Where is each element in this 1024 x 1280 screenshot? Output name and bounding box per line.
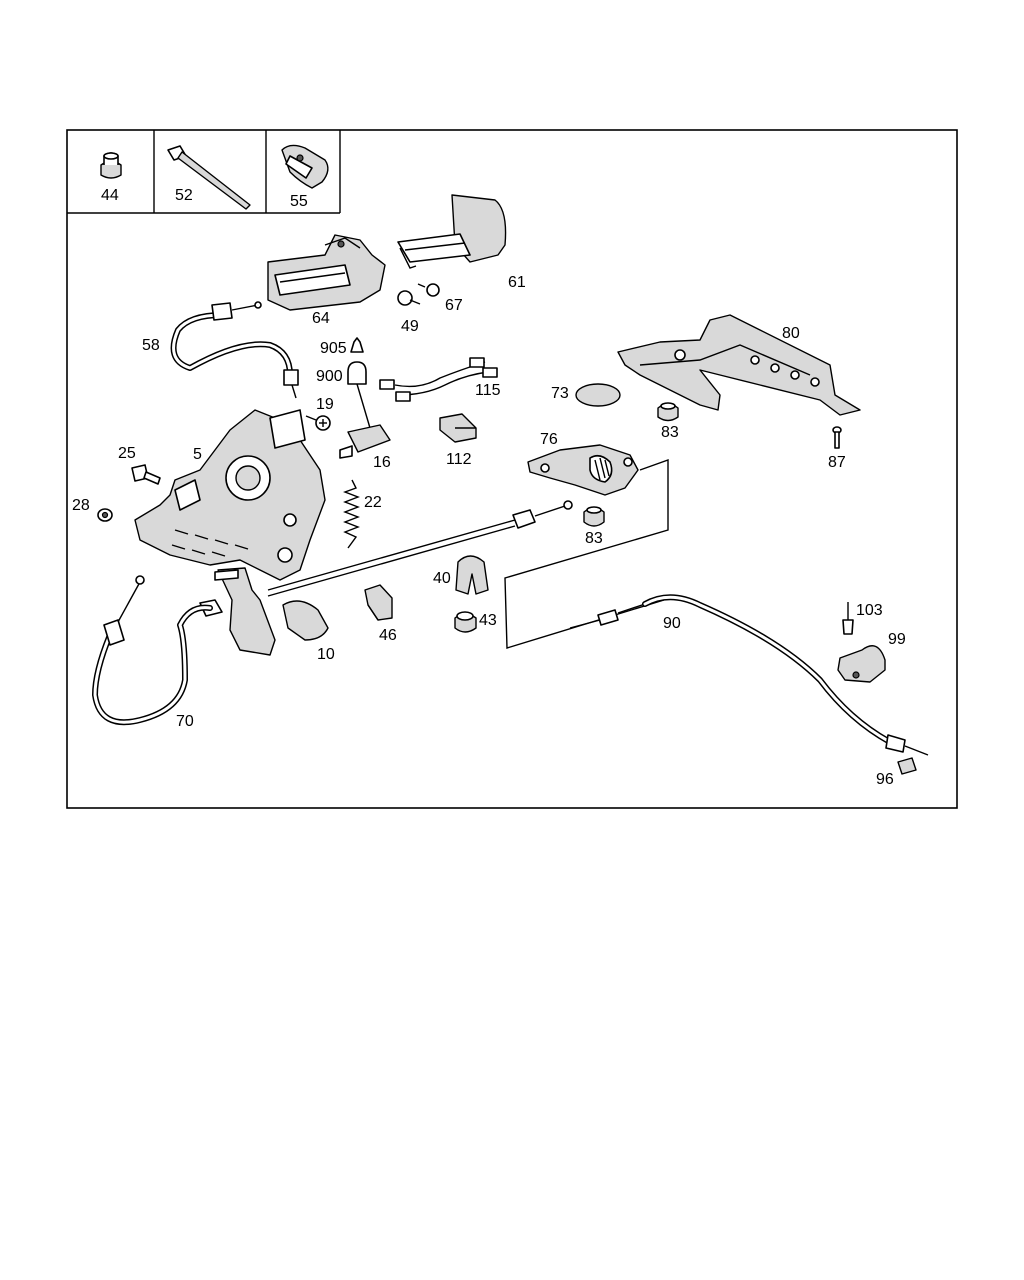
part-96-bushing-illustration	[897, 757, 917, 775]
assembly-lines	[504, 459, 669, 649]
part-43-grommet-illustration	[454, 611, 477, 633]
part-83-grommet-lower-illustration	[583, 506, 605, 527]
part-5-bracket-illustration	[134, 409, 326, 581]
label-19: 19	[316, 396, 334, 413]
inset-boxes	[67, 130, 341, 214]
label-76: 76	[540, 431, 558, 448]
label-43: 43	[479, 612, 497, 629]
cable-rod-illustration	[267, 500, 573, 597]
label-46: 46	[379, 627, 397, 644]
label-900: 900	[316, 368, 343, 385]
part-900-socket-illustration	[347, 361, 367, 385]
label-83-upper: 83	[661, 424, 679, 441]
part-90-cable-illustration	[569, 594, 929, 756]
part-28-nut-illustration	[97, 508, 113, 522]
diagram-frame	[66, 129, 958, 809]
part-64-housing-illustration	[267, 234, 386, 311]
part-103-screw-illustration	[842, 602, 854, 635]
part-25-bolt-illustration	[131, 464, 161, 485]
part-49-screw-illustration	[397, 290, 421, 306]
part-73-plug-illustration	[575, 383, 621, 407]
label-112: 112	[446, 451, 472, 468]
part-55-clip-illustration	[281, 144, 329, 189]
part-115-wiring-illustration	[379, 357, 498, 402]
label-73: 73	[551, 385, 569, 402]
part-76-lever-illustration	[527, 444, 639, 496]
label-87: 87	[828, 454, 846, 471]
label-905: 905	[320, 340, 347, 357]
label-96: 96	[876, 771, 894, 788]
part-99-bracket-illustration	[837, 645, 886, 683]
part-67-screw-illustration	[417, 283, 440, 297]
label-40: 40	[433, 570, 451, 587]
label-10: 10	[317, 646, 335, 663]
part-16-switch-illustration	[339, 383, 391, 459]
part-905-bulb-illustration	[350, 337, 364, 353]
label-58: 58	[142, 337, 160, 354]
part-22-spring-illustration	[343, 479, 360, 549]
label-16: 16	[373, 454, 391, 471]
label-70: 70	[176, 713, 194, 730]
label-55: 55	[290, 193, 308, 210]
part-61-handle-illustration	[397, 194, 507, 269]
part-80-bracket-illustration	[617, 314, 861, 416]
part-40-clip-illustration	[455, 555, 489, 595]
label-99: 99	[888, 631, 906, 648]
part-10-pedal-illustration	[199, 567, 329, 656]
label-44: 44	[101, 187, 119, 204]
part-58-cable-illustration	[170, 301, 299, 399]
part-44-grommet-illustration	[100, 152, 122, 179]
part-19-screw-illustration	[305, 415, 331, 431]
label-64: 64	[312, 310, 330, 327]
label-52: 52	[175, 187, 193, 204]
part-83-grommet-upper-illustration	[657, 402, 679, 422]
label-90: 90	[663, 615, 681, 632]
part-52-cable-tie-illustration	[167, 145, 251, 210]
label-61: 61	[508, 274, 526, 291]
label-83-lower: 83	[585, 530, 603, 547]
part-87-bolt-illustration	[832, 426, 842, 449]
label-22: 22	[364, 494, 382, 511]
label-25: 25	[118, 445, 136, 462]
part-112-connector-illustration	[439, 413, 477, 443]
label-80: 80	[782, 325, 800, 342]
part-46-clip-illustration	[364, 584, 393, 621]
label-5: 5	[193, 446, 202, 463]
label-67: 67	[445, 297, 463, 314]
label-49: 49	[401, 318, 419, 335]
part-70-cable-illustration	[92, 575, 213, 726]
label-115: 115	[475, 382, 501, 399]
label-103: 103	[856, 602, 883, 619]
label-28: 28	[72, 497, 90, 514]
